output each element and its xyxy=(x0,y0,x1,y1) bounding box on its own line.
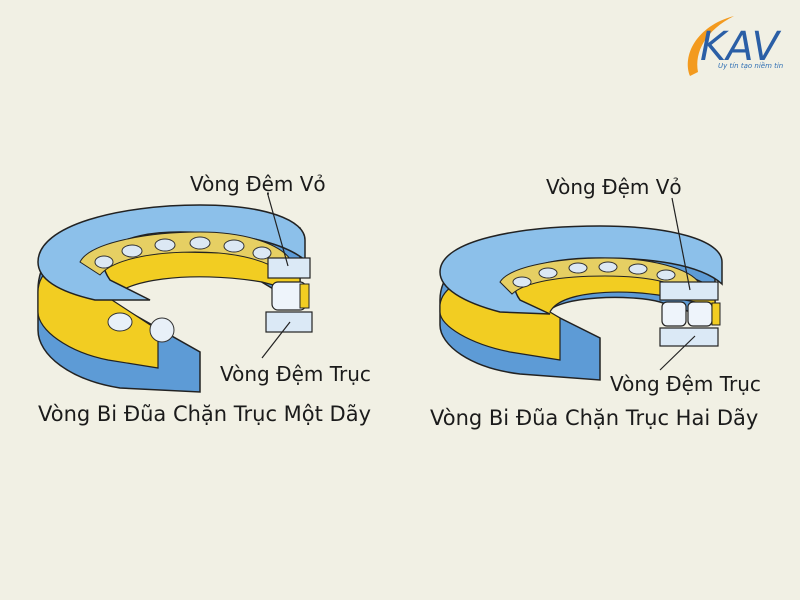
left-bearing-caption: Vòng Bi Đũa Chặn Trục Một Dãy xyxy=(38,402,372,426)
right-house-leader xyxy=(671,197,691,291)
left-section-cage xyxy=(299,283,310,309)
left-section-top xyxy=(267,257,311,279)
roller xyxy=(189,236,211,250)
logo-swoosh xyxy=(687,16,734,76)
roller xyxy=(598,261,618,273)
roller xyxy=(512,276,532,288)
roller xyxy=(252,246,272,260)
roller xyxy=(149,317,175,343)
right-section-roller-2 xyxy=(687,301,713,327)
left-section-bottom xyxy=(265,311,313,333)
right-bearing-caption: Vòng Bi Đũa Chặn Trục Hai Dãy xyxy=(430,406,759,430)
right-shaft-washer-label: Vòng Đệm Trục xyxy=(610,372,761,396)
left-housing-washer xyxy=(37,204,306,301)
kav-logo: KAV xyxy=(687,16,782,76)
roller xyxy=(538,267,558,279)
left-front-rollers xyxy=(107,312,175,343)
roller xyxy=(568,262,588,274)
left-rollers xyxy=(94,236,272,269)
right-shaft-leader xyxy=(659,335,696,371)
roller xyxy=(94,255,114,269)
roller xyxy=(223,239,245,253)
roller xyxy=(628,263,648,275)
left-housing-washer-label: Vòng Đệm Vỏ xyxy=(190,172,326,196)
right-section-cage xyxy=(711,302,721,326)
right-section-bottom xyxy=(659,327,719,347)
roller xyxy=(107,312,133,332)
left-house-leader xyxy=(267,194,289,267)
right-bearing xyxy=(439,197,723,381)
roller xyxy=(121,244,143,258)
left-shaft-leader xyxy=(261,321,291,359)
roller xyxy=(154,238,176,252)
left-shaft-washer-label: Vòng Đệm Trục xyxy=(220,362,371,386)
right-housing-washer-label: Vòng Đệm Vỏ xyxy=(546,175,682,199)
logo-wordmark: KAV xyxy=(700,24,782,70)
roller xyxy=(656,269,676,281)
left-bearing xyxy=(37,194,313,393)
logo-tagline: Uy tín tạo niềm tin xyxy=(718,62,784,70)
right-section-roller-1 xyxy=(661,301,687,327)
right-rollers xyxy=(512,261,676,288)
